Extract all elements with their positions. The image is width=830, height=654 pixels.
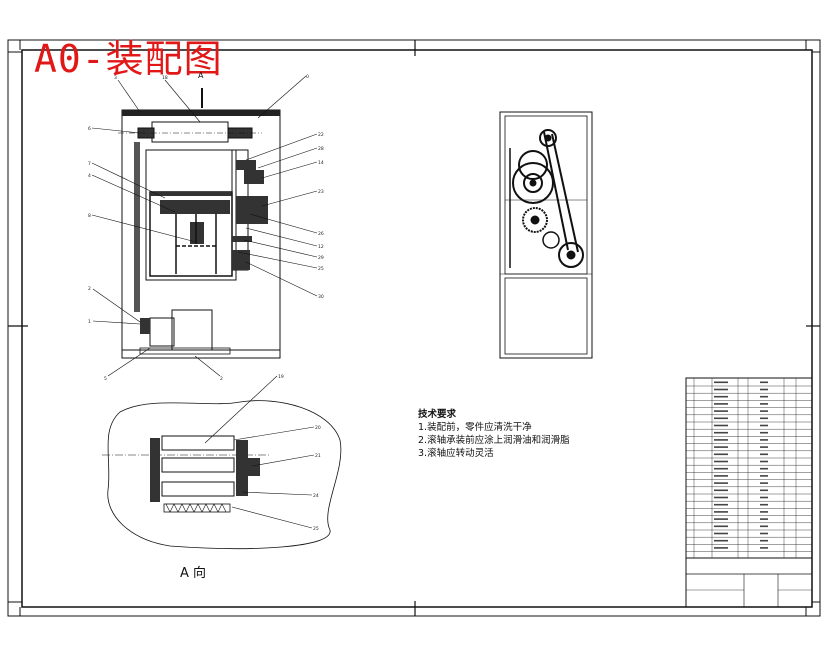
svg-text:28: 28 [318, 146, 324, 152]
parts-list-cell-mark [714, 395, 728, 398]
svg-text:0: 0 [306, 74, 309, 80]
svg-text:30: 30 [318, 294, 324, 300]
parts-list [685, 377, 813, 608]
parts-list-cell-mark [760, 503, 768, 506]
parts-list-cell-mark [760, 431, 768, 434]
parts-list-cell-mark [714, 446, 728, 448]
main-view [118, 88, 281, 359]
parts-list-cell-mark [760, 511, 768, 513]
parts-list-cell-mark [714, 460, 728, 463]
parts-list-cell-mark [760, 467, 768, 470]
tech-req-item: 3.滚轴应转动灵活 [418, 448, 494, 459]
parts-list-cell-mark [714, 467, 728, 470]
parts-list-cell-mark [714, 410, 728, 412]
svg-text:1: 1 [88, 319, 91, 325]
parts-list-cell-mark [714, 547, 728, 549]
inner-frame [21, 49, 813, 608]
parts-list-cell-mark [760, 417, 768, 420]
parts-list-cell-mark [760, 388, 768, 391]
svg-text:25: 25 [318, 266, 324, 272]
svg-text:7: 7 [88, 161, 91, 167]
svg-text:8: 8 [88, 213, 91, 219]
parts-list-cell-mark [760, 403, 768, 405]
parts-list-cell-mark [760, 381, 768, 384]
svg-text:20: 20 [315, 425, 321, 431]
side-view [499, 111, 593, 359]
view-marker-a: A [198, 71, 204, 80]
parts-list-cell-mark [714, 525, 728, 528]
parts-list-cell-mark [760, 446, 768, 448]
svg-text:5: 5 [104, 376, 107, 382]
parts-list-cell-mark [714, 403, 728, 405]
parts-list-cell-mark [714, 503, 728, 506]
parts-list-cell-mark [714, 381, 728, 384]
svg-text:21: 21 [315, 453, 321, 459]
tech-req-item: 2.滚轴承装前应涂上润滑油和润滑脂 [418, 435, 570, 446]
parts-list-cell-mark [760, 518, 768, 520]
tech-req-heading: 技术要求 [418, 409, 457, 420]
outer-border [7, 39, 821, 617]
svg-text:19: 19 [278, 374, 284, 380]
svg-text:3: 3 [114, 75, 117, 81]
parts-list-cell-mark [714, 496, 728, 499]
parts-list-cell-mark [760, 489, 768, 492]
parts-list-cell-mark [760, 496, 768, 499]
parts-list-cell-mark [760, 395, 768, 398]
parts-list-cell-mark [714, 431, 728, 434]
technical-requirements: 技术要求 1.装配前，零件应清洗干净 2.滚轴承装前应涂上润滑油和润滑脂 3.滚… [418, 408, 570, 460]
parts-list-cell-mark [760, 410, 768, 412]
parts-list-cell-mark [760, 439, 768, 441]
parts-list-cell-mark [714, 482, 728, 484]
tech-req-item: 1.装配前，零件应清洗干净 [418, 422, 532, 433]
centering-marks [8, 40, 820, 616]
parts-list-cell-mark [714, 388, 728, 391]
balloon-labels-view: 19 20 21 24 25 [278, 374, 321, 532]
parts-list-cell-mark [714, 539, 728, 542]
svg-text:22: 22 [318, 132, 324, 138]
parts-list-cell-mark [760, 525, 768, 528]
svg-text:6: 6 [88, 126, 91, 132]
svg-text:18: 18 [162, 75, 168, 81]
svg-text:26: 26 [318, 231, 324, 237]
parts-list-cell-mark [760, 539, 768, 542]
parts-list-cell-mark [760, 482, 768, 484]
parts-list-cell-mark [714, 475, 728, 477]
parts-list-cell-mark [714, 424, 728, 427]
parts-list-cell-mark [714, 532, 728, 535]
svg-text:24: 24 [313, 493, 319, 499]
svg-text:4: 4 [88, 173, 91, 179]
leader-lines-view [204, 375, 315, 529]
parts-list-cell-mark [714, 417, 728, 420]
parts-list-text [714, 381, 768, 549]
corner-marks [8, 40, 820, 616]
parts-list-cell-mark [714, 439, 728, 441]
parts-list-cell-mark [760, 453, 768, 456]
drawing-title-label: A0-装配图 [34, 37, 223, 81]
parts-list-cell-mark [714, 518, 728, 520]
leader-lines-main [91, 75, 318, 377]
a-direction-view [102, 400, 342, 550]
parts-list-cell-mark [714, 489, 728, 492]
svg-text:12: 12 [318, 244, 324, 250]
parts-list-cell-mark [760, 460, 768, 463]
parts-list-cell-mark [760, 424, 768, 427]
parts-list-cell-mark [714, 453, 728, 456]
parts-list-cell-mark [760, 532, 768, 535]
svg-text:25: 25 [313, 526, 319, 532]
svg-text:2: 2 [220, 376, 223, 382]
view-direction-label: A 向 [180, 566, 207, 581]
svg-text:2: 2 [88, 286, 91, 292]
parts-list-cell-mark [714, 511, 728, 513]
svg-text:14: 14 [318, 160, 324, 166]
svg-text:29: 29 [318, 255, 324, 261]
parts-list-cell-mark [760, 475, 768, 477]
svg-text:23: 23 [318, 189, 324, 195]
parts-list-cell-mark [760, 547, 768, 549]
balloon-labels-main: 3 18 0 6 7 4 8 2 1 5 2 22 28 14 23 26 12 29 25 30 [88, 74, 324, 382]
